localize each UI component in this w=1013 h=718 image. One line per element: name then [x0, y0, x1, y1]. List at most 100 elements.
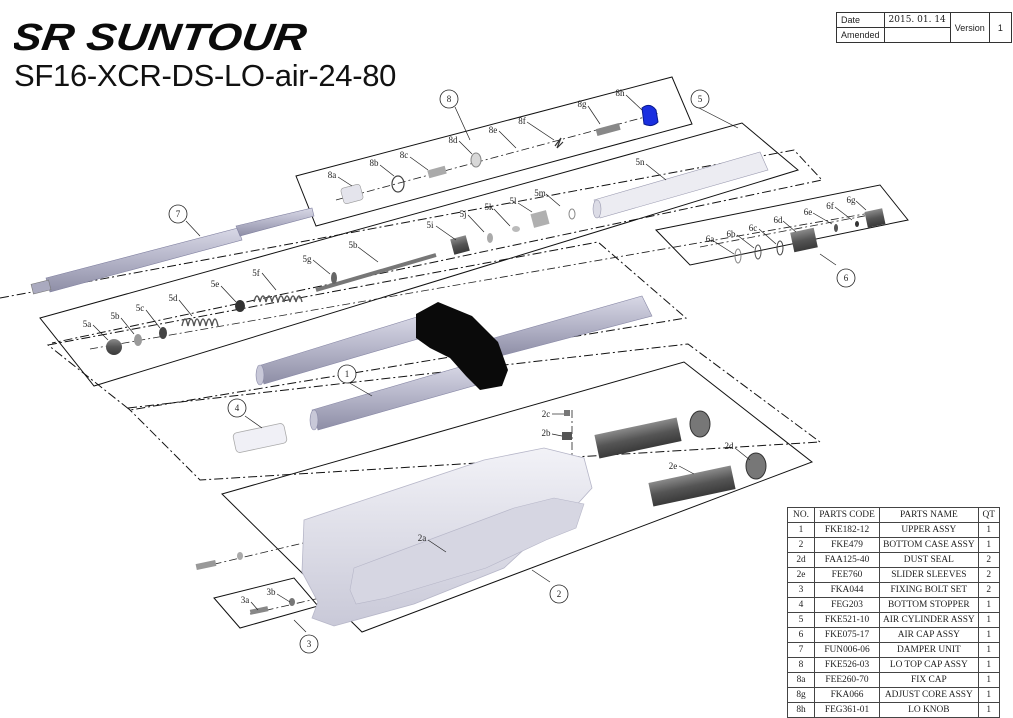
- cell-code: FUN006-06: [814, 642, 880, 658]
- col-no: NO.: [787, 507, 815, 523]
- cell-no: 2d: [787, 552, 815, 568]
- callout-circle-3: [299, 634, 319, 654]
- col-qt: QT: [977, 507, 1000, 523]
- air-tube-5n: [592, 151, 769, 219]
- callout-5l: 5l: [509, 196, 517, 206]
- parts-table-header: NO. PARTS CODE PARTS NAME QT: [787, 507, 1000, 523]
- callout-4: 4: [235, 403, 240, 413]
- callout-5j: 5j: [459, 209, 466, 219]
- callout-5i: 5i: [426, 220, 434, 230]
- callout-2e: 2e: [669, 461, 678, 471]
- cell-name: SLIDER SLEEVES: [879, 567, 979, 583]
- cell-qt: 2: [977, 552, 1000, 568]
- brand-logo: SR SUNTOUR: [14, 16, 310, 59]
- callout-2a: 2a: [418, 533, 427, 543]
- cell-code: FKE075-17: [814, 627, 880, 643]
- cell-no: 5: [787, 612, 815, 628]
- callout-6f: 6f: [826, 201, 834, 211]
- callout-5a: 5a: [83, 319, 92, 329]
- callout-5m: 5m: [534, 188, 546, 198]
- callout-5b: 5b: [111, 311, 121, 321]
- callout-6: 6: [844, 273, 849, 283]
- callout-8e: 8e: [489, 125, 498, 135]
- cell-name: FIX CAP: [879, 672, 979, 688]
- cell-name: AIR CYLINDER ASSY: [879, 612, 979, 628]
- circled-callouts: [168, 89, 856, 654]
- model-title: SF16-XCR-DS-LO-air-24-80: [14, 58, 397, 93]
- callout-2b: 2b: [542, 428, 552, 438]
- upper-assy-1: [255, 295, 653, 431]
- callout-3a: 3a: [241, 595, 250, 605]
- bottom-case-2: [301, 410, 767, 627]
- svg-text:SR SUNTOUR: SR SUNTOUR: [14, 16, 310, 59]
- cell-code: FEG361-01: [814, 702, 880, 718]
- cell-qt: 2: [977, 567, 1000, 583]
- cell-code: FAA125-40: [814, 552, 880, 568]
- frame-6: [655, 184, 909, 266]
- callout-5d: 5d: [169, 293, 179, 303]
- cell-qt: 1: [977, 672, 1000, 688]
- callout-8b: 8b: [370, 158, 380, 168]
- cell-no: 4: [787, 597, 815, 613]
- callout-8f: 8f: [518, 116, 526, 126]
- callout-5f: 5f: [252, 268, 260, 278]
- air-cylinder-parts-5: [106, 208, 576, 355]
- callout-1: 1: [345, 369, 350, 379]
- cell-qt: 2: [977, 582, 1000, 598]
- bottom-stopper-4: [232, 423, 288, 453]
- cell-code: FEE260-70: [814, 672, 880, 688]
- callout-6b: 6b: [727, 229, 737, 239]
- callout-circle-7: [168, 204, 188, 224]
- cell-no: 8a: [787, 672, 815, 688]
- revision-info-box: Date 2015. 01. 14 Version 1 Amended: [836, 12, 1012, 43]
- cell-no: 2: [787, 537, 815, 553]
- cell-no: 3: [787, 582, 815, 598]
- cell-qt: 1: [977, 537, 1000, 553]
- callout-6c: 6c: [749, 223, 758, 233]
- callout-circle-6: [836, 268, 856, 288]
- callout-5k: 5k: [485, 202, 495, 212]
- callout-5g: 5g: [303, 254, 313, 264]
- cell-no: 8h: [787, 702, 815, 718]
- cell-no: 2e: [787, 567, 815, 583]
- callout-circle-4: [227, 398, 247, 418]
- cell-name: LO KNOB: [879, 702, 979, 718]
- callout-2d: 2d: [725, 441, 735, 451]
- cell-qt: 1: [977, 522, 1000, 538]
- callout-8c: 8c: [400, 150, 409, 160]
- version-value: 1: [988, 12, 1012, 43]
- cell-code: FKE479: [814, 537, 880, 553]
- cell-code: FKE182-12: [814, 522, 880, 538]
- callout-8g: 8g: [578, 99, 588, 109]
- amended-value: [883, 27, 951, 43]
- cell-code: FEG203: [814, 597, 880, 613]
- callout-8: 8: [447, 94, 452, 104]
- cell-name: DUST SEAL: [879, 552, 979, 568]
- callout-6e: 6e: [804, 207, 813, 217]
- callout-circle-8: [439, 89, 459, 109]
- leader-lines: [92, 94, 867, 633]
- cell-code: FKE526-03: [814, 657, 880, 673]
- callout-6a: 6a: [706, 234, 715, 244]
- cell-name: ADJUST CORE ASSY: [879, 687, 979, 703]
- frame-5-dashed-ext: [0, 149, 823, 344]
- cell-qt: 1: [977, 597, 1000, 613]
- callout-5n: 5n: [636, 157, 646, 167]
- cell-code: FKA044: [814, 582, 880, 598]
- cell-qt: 1: [977, 687, 1000, 703]
- air-cap-parts-6: [734, 208, 886, 264]
- cell-code: FEE760: [814, 567, 880, 583]
